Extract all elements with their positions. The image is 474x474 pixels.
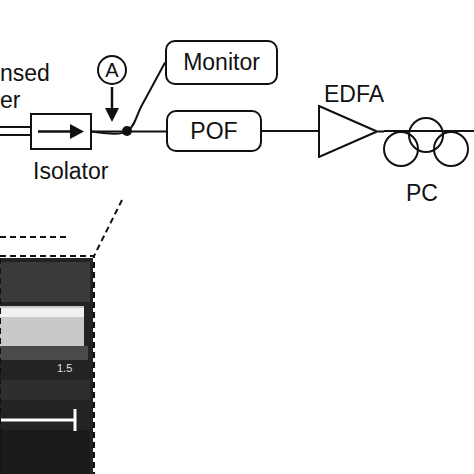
scale-bar (0, 419, 75, 422)
pointer-head (105, 108, 119, 122)
triangle-outline (318, 105, 378, 158)
node-text: Monitor (183, 50, 260, 75)
isolator-box: Isolator (30, 113, 92, 150)
photo-inset (0, 258, 93, 474)
junction-dot (122, 126, 132, 136)
isolator-arrow (32, 115, 90, 148)
node-text: PC (406, 181, 438, 206)
fiber-connector (92, 63, 165, 134)
photo-fiber (0, 306, 84, 346)
monitor-box: Monitor (165, 40, 278, 85)
fiber-connector (262, 130, 318, 132)
fiber-box: POF (166, 110, 262, 152)
photo-region (0, 380, 90, 400)
fiber-connector (378, 131, 384, 133)
amplifier-triangle: EDFA (318, 105, 378, 158)
fiber-line (0, 134, 31, 136)
scale-bar (74, 409, 77, 431)
node-text: POF (190, 119, 237, 144)
photo-region (0, 262, 90, 302)
leader-line (0, 236, 66, 238)
photo-marking: 1.5 (57, 361, 87, 376)
inset-frame (0, 256, 94, 474)
source-label: nsed er (0, 60, 52, 114)
fiber-loops (384, 113, 474, 173)
node-text: EDFA (324, 82, 384, 107)
photo-region (0, 430, 90, 474)
node-text: A (105, 58, 118, 83)
fiber-connector (92, 131, 166, 133)
photo-region (0, 346, 88, 360)
polarization-controller: PC (384, 113, 474, 173)
fiber-line (0, 126, 31, 128)
node-text: Isolator (33, 159, 108, 184)
leader-line (94, 200, 122, 256)
probe-point-circle: A (97, 55, 127, 85)
photo-fiber (0, 308, 84, 317)
